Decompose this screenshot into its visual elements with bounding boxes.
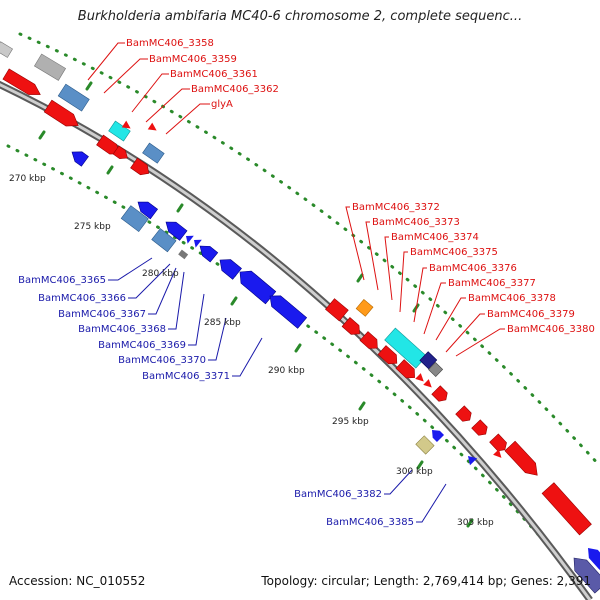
gene-forward bbox=[489, 433, 507, 452]
gene-label[interactable]: BamMC406_3358 bbox=[126, 38, 214, 49]
gene-label[interactable]: BamMC406_3368 bbox=[78, 324, 166, 335]
reverse-genes bbox=[71, 151, 600, 594]
forward-genes bbox=[0, 41, 592, 536]
kbp-label: 285 kbp bbox=[204, 318, 241, 328]
gene-forward bbox=[355, 298, 374, 317]
gene-reverse bbox=[120, 205, 149, 233]
gene-forward bbox=[384, 327, 427, 369]
gene-forward bbox=[395, 359, 415, 379]
gene-forward bbox=[428, 361, 444, 377]
gene-label[interactable]: BamMC406_3379 bbox=[487, 309, 575, 320]
gene-label[interactable]: glyA bbox=[211, 99, 233, 110]
gene-forward bbox=[43, 99, 79, 127]
backbone bbox=[0, 80, 593, 600]
gene-label[interactable]: BamMC406_3382 bbox=[294, 489, 382, 500]
gene-label[interactable]: BamMC406_3361 bbox=[170, 69, 258, 80]
gene-label[interactable]: BamMC406_3367 bbox=[58, 309, 146, 320]
bottom-gene-labels: BamMC406_3382 BamMC406_3385 bbox=[294, 489, 414, 528]
gene-forward bbox=[341, 317, 360, 335]
top-gene-labels: BamMC406_3358 BamMC406_3359 BamMC406_336… bbox=[126, 38, 279, 110]
gene-label[interactable]: BamMC406_3372 bbox=[352, 202, 440, 213]
gene-forward bbox=[423, 379, 432, 388]
left-gene-labels: BamMC406_3365 BamMC406_3366 BamMC406_336… bbox=[18, 275, 230, 382]
kbp-label: 300 kbp bbox=[396, 467, 433, 477]
gene-reverse bbox=[468, 456, 478, 466]
gene-label[interactable]: BamMC406_3366 bbox=[38, 293, 126, 304]
gene-forward bbox=[471, 419, 488, 436]
gene-forward bbox=[33, 53, 67, 81]
map-title: Burkholderia ambifaria MC40-6 chromosome… bbox=[77, 9, 523, 24]
gene-forward bbox=[431, 385, 448, 402]
gene-forward bbox=[504, 440, 538, 476]
gene-label[interactable]: BamMC406_3377 bbox=[448, 278, 536, 289]
gene-label[interactable]: BamMC406_3359 bbox=[149, 54, 237, 65]
gene-forward bbox=[130, 157, 150, 176]
gene-reverse bbox=[186, 235, 194, 244]
gene-reverse bbox=[137, 201, 159, 220]
gene-forward bbox=[359, 331, 378, 349]
gene-forward bbox=[377, 345, 398, 365]
gene-forward bbox=[0, 41, 13, 58]
gene-forward bbox=[541, 482, 592, 536]
gene-label[interactable]: BamMC406_3380 bbox=[507, 324, 595, 335]
gene-reverse bbox=[165, 221, 188, 241]
gene-label[interactable]: BamMC406_3385 bbox=[326, 517, 414, 528]
kbp-labels: 270 kbp 275 kbp 280 kbp 285 kbp 290 kbp … bbox=[9, 174, 494, 528]
gene-reverse bbox=[415, 435, 435, 455]
gene-reverse bbox=[573, 557, 600, 594]
gene-label[interactable]: BamMC406_3365 bbox=[18, 275, 106, 286]
track-inner bbox=[6, 144, 562, 562]
gene-reverse bbox=[239, 270, 277, 305]
gene-forward bbox=[142, 142, 165, 164]
kbp-label: 275 kbp bbox=[74, 222, 111, 232]
kbp-label: 295 kbp bbox=[332, 417, 369, 427]
leader-lines bbox=[87, 42, 505, 523]
gene-forward bbox=[493, 449, 502, 458]
track-outer bbox=[18, 32, 600, 468]
gene-reverse bbox=[199, 245, 219, 263]
gene-forward bbox=[325, 298, 349, 322]
kbp-label: 290 kbp bbox=[268, 366, 305, 376]
gene-label[interactable]: BamMC406_3371 bbox=[142, 371, 230, 382]
gene-reverse bbox=[219, 259, 242, 280]
gene-reverse bbox=[178, 249, 189, 260]
feature-tracks bbox=[6, 32, 600, 562]
right-gene-labels: BamMC406_3372 BamMC406_3373 BamMC406_337… bbox=[352, 202, 595, 335]
kbp-label: 270 kbp bbox=[9, 174, 46, 184]
gene-label[interactable]: BamMC406_3362 bbox=[191, 84, 279, 95]
gene-forward bbox=[121, 120, 131, 129]
gene-reverse bbox=[269, 295, 308, 329]
gene-reverse bbox=[432, 430, 445, 443]
gene-reverse bbox=[151, 228, 177, 253]
accession-label: Accession: NC_010552 bbox=[9, 574, 146, 588]
gene-forward bbox=[57, 83, 90, 112]
gene-label[interactable]: BamMC406_3369 bbox=[98, 340, 186, 351]
gene-forward bbox=[112, 145, 128, 159]
gene-label[interactable]: BamMC406_3375 bbox=[410, 247, 498, 258]
gene-label[interactable]: BamMC406_3373 bbox=[372, 217, 460, 228]
kbp-label: 305 kbp bbox=[457, 518, 494, 528]
gene-reverse bbox=[71, 151, 89, 167]
gene-reverse bbox=[588, 548, 600, 570]
gene-reverse bbox=[194, 239, 202, 248]
gene-forward bbox=[419, 351, 438, 370]
topology-label: Topology: circular; Length: 2,769,414 bp… bbox=[261, 574, 591, 588]
gene-forward bbox=[147, 122, 157, 131]
gene-label[interactable]: BamMC406_3378 bbox=[468, 293, 556, 304]
gene-forward bbox=[455, 405, 472, 422]
gene-label[interactable]: BamMC406_3374 bbox=[391, 232, 479, 243]
gene-label[interactable]: BamMC406_3370 bbox=[118, 355, 206, 366]
gene-label[interactable]: BamMC406_3376 bbox=[429, 263, 517, 274]
kbp-label: 280 kbp bbox=[142, 269, 179, 279]
gene-forward bbox=[2, 68, 41, 95]
gene-forward bbox=[415, 373, 424, 382]
